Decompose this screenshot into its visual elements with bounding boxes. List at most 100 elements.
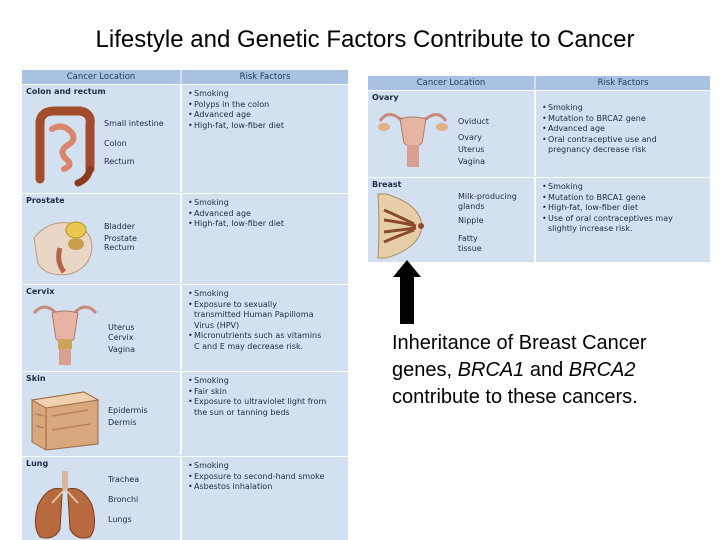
risk-cell: Smoking Mutation to BRCA2 gene Advanced … xyxy=(534,91,710,176)
left-header-risk: Risk Factors xyxy=(182,70,348,84)
risk-item: Smoking xyxy=(188,461,344,472)
part-label: Bronchi xyxy=(108,495,139,504)
part-label: Vagina xyxy=(108,345,136,354)
risk-list: Smoking Polyps in the colon Advanced age… xyxy=(188,89,344,131)
risk-item: Exposure to sexually xyxy=(188,300,344,311)
up-arrow-shaft xyxy=(400,276,414,324)
row-skin: Skin Epidermis Dermis Smoking Fair skin … xyxy=(22,371,348,455)
part-label: tissue xyxy=(458,244,482,253)
risk-list: Smoking Mutation to BRCA1 gene High-fat,… xyxy=(542,182,706,235)
location-cell: Cervix Uterus Cervix Vagina xyxy=(22,285,180,370)
skin-illustration xyxy=(30,391,100,451)
risk-list: Smoking Exposure to sexually transmitted… xyxy=(188,289,344,352)
location-title: Skin xyxy=(26,374,46,383)
right-header-location: Cancer Location xyxy=(368,76,534,90)
risk-item: Advanced age xyxy=(542,124,706,135)
part-label: glands xyxy=(458,202,485,211)
right-cancer-table: Cancer Location Risk Factors Ovary Ovidu… xyxy=(368,76,710,262)
risk-cell: Smoking Mutation to BRCA1 gene High-fat,… xyxy=(534,178,710,262)
risk-item: Mutation to BRCA2 gene xyxy=(542,114,706,125)
location-cell: Colon and rectum Small intestine Colon R… xyxy=(22,85,180,192)
location-title: Cervix xyxy=(26,287,55,296)
part-label: Bladder xyxy=(104,222,135,231)
row-ovary: Ovary Oviduct Ovary Uterus Vagina Smokin… xyxy=(368,90,710,176)
caption-text: Inheritance of Breast Cancer genes, BRCA… xyxy=(392,330,712,411)
ovary-illustration xyxy=(378,113,448,167)
risk-item: Oral contraceptive use and xyxy=(542,135,706,146)
part-label: Ovary xyxy=(458,133,482,142)
risk-list: Smoking Exposure to second-hand smoke As… xyxy=(188,461,344,493)
part-label: Uterus xyxy=(108,323,135,332)
part-label: Nipple xyxy=(458,216,484,225)
location-cell: Prostate Bladder Prostate Rectum xyxy=(22,194,180,283)
risk-item: High-fat, low-fiber diet xyxy=(188,121,344,132)
risk-item: Smoking xyxy=(542,103,706,114)
risk-list: Smoking Mutation to BRCA2 gene Advanced … xyxy=(542,103,706,156)
part-label: Uterus xyxy=(458,145,485,154)
risk-item: Exposure to ultraviolet light from xyxy=(188,397,344,408)
part-label: Fatty xyxy=(458,234,478,243)
row-prostate: Prostate Bladder Prostate Rectum Smoking… xyxy=(22,193,348,283)
risk-item: Asbestos inhalation xyxy=(188,482,344,493)
part-label: Vagina xyxy=(458,157,486,166)
left-cancer-table: Cancer Location Risk Factors Colon and r… xyxy=(22,70,348,540)
gene-name: BRCA1 xyxy=(457,359,525,381)
colon-illustration xyxy=(35,106,95,187)
risk-cell: Smoking Fair skin Exposure to ultraviole… xyxy=(180,372,348,455)
part-label: Prostate xyxy=(104,234,137,243)
breast-illustration xyxy=(377,193,424,259)
part-label: Rectum xyxy=(104,243,135,252)
location-title: Breast xyxy=(372,180,402,189)
prostate-illustration xyxy=(33,221,93,276)
risk-item: Advanced age xyxy=(188,110,344,121)
row-cervix: Cervix Uterus Cervix Vagina Smoking Expo… xyxy=(22,284,348,370)
left-header-location: Cancer Location xyxy=(22,70,180,84)
up-arrow-icon xyxy=(393,260,421,277)
part-label: Oviduct xyxy=(458,117,489,126)
slide-title: Lifestyle and Genetic Factors Contribute… xyxy=(95,26,635,53)
risk-item: Polyps in the colon xyxy=(188,100,344,111)
part-label: Small intestine xyxy=(104,119,164,128)
risk-list: Smoking Fair skin Exposure to ultraviole… xyxy=(188,376,344,418)
part-label: Rectum xyxy=(104,157,135,166)
row-colon: Colon and rectum Small intestine Colon R… xyxy=(22,84,348,192)
risk-item: Smoking xyxy=(188,89,344,100)
location-cell: Skin Epidermis Dermis xyxy=(22,372,180,455)
part-label: Colon xyxy=(104,139,127,148)
risk-item: Use of oral contraceptives may xyxy=(542,214,706,225)
location-cell: Breast Milk-producing glands Nipple Fatt… xyxy=(368,178,534,262)
risk-item: Smoking xyxy=(188,289,344,300)
part-label: Trachea xyxy=(108,475,140,484)
caption-part: contribute to these cancers. xyxy=(392,386,638,408)
risk-item-continued: Virus (HPV) xyxy=(194,320,240,330)
location-title: Ovary xyxy=(372,93,399,102)
location-cell: Lung Trachea Bronchi Lungs xyxy=(22,457,180,540)
part-label: Cervix xyxy=(108,333,134,342)
row-breast: Breast Milk-producing glands Nipple Fatt… xyxy=(368,177,710,262)
risk-list: Smoking Advanced age High-fat, low-fiber… xyxy=(188,198,344,230)
risk-item-continued: pregnancy decrease risk xyxy=(548,145,647,154)
risk-item: Smoking xyxy=(188,376,344,387)
risk-item: Micronutrients such as vitamins xyxy=(188,331,344,342)
risk-item: Exposure to second-hand smoke xyxy=(188,472,344,483)
risk-item-continued: C and E may decrease risk. xyxy=(194,341,304,351)
risk-item: Fair skin xyxy=(188,387,344,398)
caption-part: and xyxy=(524,359,569,381)
risk-item-continued: slightly increase risk. xyxy=(548,224,633,233)
risk-item-continued: the sun or tanning beds xyxy=(194,407,290,417)
risk-item-continued: transmitted Human Papilloma xyxy=(194,310,314,319)
risk-cell: Smoking Exposure to second-hand smoke As… xyxy=(180,457,348,540)
part-label: Dermis xyxy=(108,418,137,427)
right-header-risk: Risk Factors xyxy=(536,76,710,90)
risk-item: Mutation to BRCA1 gene xyxy=(542,193,706,204)
part-label: Milk-producing xyxy=(458,192,517,201)
risk-item: Advanced age xyxy=(188,209,344,220)
gene-name: BRCA2 xyxy=(568,359,636,381)
location-title: Lung xyxy=(26,459,49,468)
lung-illustration xyxy=(34,471,96,539)
risk-item: Smoking xyxy=(188,198,344,209)
row-lung: Lung Trachea Bronchi Lungs Smoking Expos… xyxy=(22,456,348,540)
cervix-illustration xyxy=(32,305,98,365)
risk-item: High-fat, low-fiber diet xyxy=(542,203,706,214)
risk-cell: Smoking Exposure to sexually transmitted… xyxy=(180,285,348,370)
